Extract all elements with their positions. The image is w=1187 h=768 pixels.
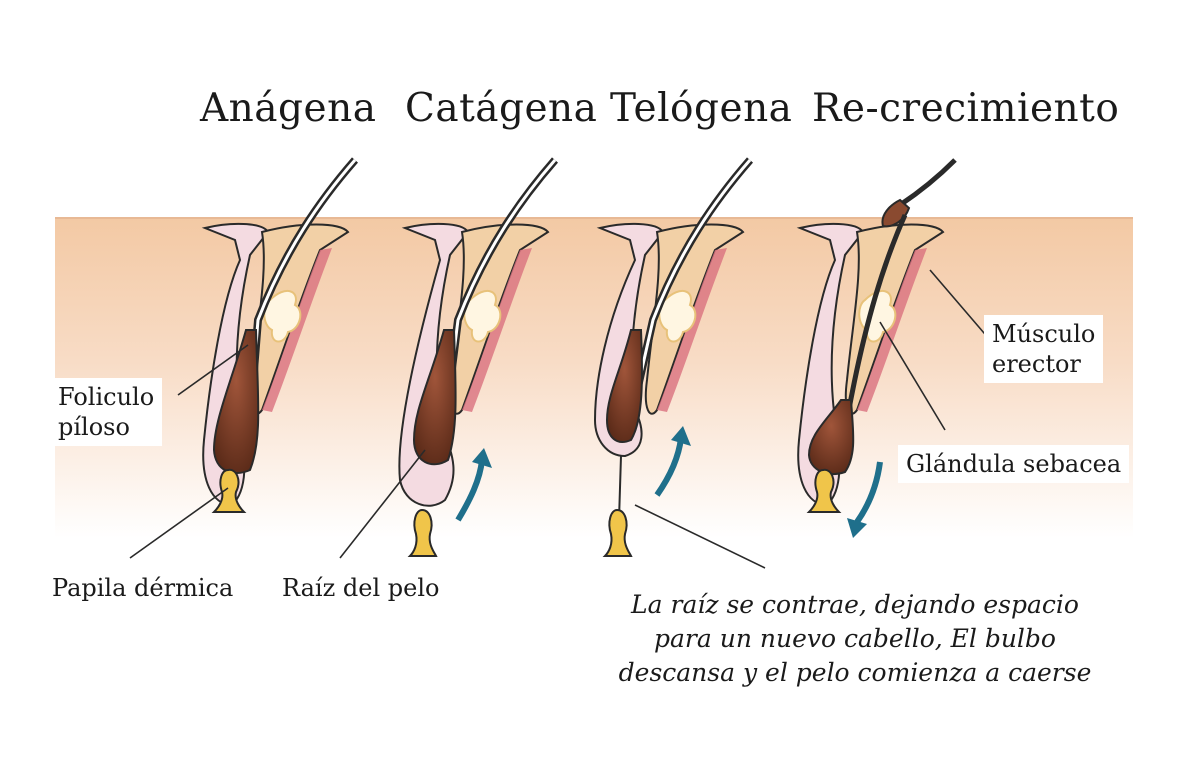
telogen-description: La raíz se contrae, dejando espacio para… xyxy=(590,588,1120,690)
leader-papila xyxy=(129,487,229,559)
label-foliculo-piloso: Foliculo píloso xyxy=(50,378,163,446)
leader-raiz xyxy=(339,449,426,559)
label-foliculo-line2: píloso xyxy=(58,413,130,441)
hair-root xyxy=(605,329,643,443)
label-glandula-sebacea: Glándula sebacea xyxy=(898,445,1130,483)
stage-title-anagen: Anágena xyxy=(200,86,377,131)
leader-foliculo xyxy=(177,344,249,396)
leader-musculo xyxy=(929,269,991,341)
sebaceous-gland-region xyxy=(844,223,945,415)
leader-telogen xyxy=(634,504,766,569)
growth-arrow-up-icon xyxy=(455,459,485,522)
new-hair xyxy=(844,213,908,421)
label-musculo-line1: Músculo xyxy=(992,320,1096,348)
note-line3: descansa y el pelo comienza a caerse xyxy=(618,658,1092,687)
stage-title-catagen: Catágena xyxy=(405,86,598,131)
dermal-papilla xyxy=(211,468,247,513)
dermal-papilla xyxy=(602,508,633,557)
erector-muscle xyxy=(462,248,532,412)
follicle-telogen xyxy=(593,157,754,557)
stage-title-regrowth: Re-crecimiento xyxy=(812,86,1120,131)
regrowth-arrow-down-icon xyxy=(854,461,883,524)
label-papila-dermica: Papila dérmica xyxy=(52,574,234,602)
label-raiz-del-pelo: Raíz del pelo xyxy=(282,574,440,602)
dermal-papilla xyxy=(407,508,438,557)
dermal-papilla xyxy=(806,468,842,513)
erector-muscle xyxy=(657,248,727,412)
hair-root xyxy=(412,329,457,466)
label-foliculo-line1: Foliculo xyxy=(58,383,155,411)
follicle-catagen xyxy=(398,157,559,557)
sebaceous-gland xyxy=(263,290,302,343)
sebaceous-gland xyxy=(658,290,697,343)
note-line2: para un nuevo cabello, El bulbo xyxy=(654,624,1056,653)
follicle-regrowth xyxy=(796,158,957,538)
follicle-anagen xyxy=(201,157,359,513)
leader-lines xyxy=(129,269,991,569)
stage-title-telogen: Telógena xyxy=(610,86,793,131)
erector-muscle xyxy=(857,248,927,412)
note-line1: La raíz se contrae, dejando espacio xyxy=(631,590,1079,619)
leader-glandula xyxy=(879,321,946,431)
label-musculo-erector: Músculo erector xyxy=(984,315,1104,383)
label-musculo-line2: erector xyxy=(992,350,1081,378)
erector-muscle xyxy=(262,248,332,412)
sebaceous-gland xyxy=(463,290,502,343)
shedding-hair xyxy=(898,158,957,208)
